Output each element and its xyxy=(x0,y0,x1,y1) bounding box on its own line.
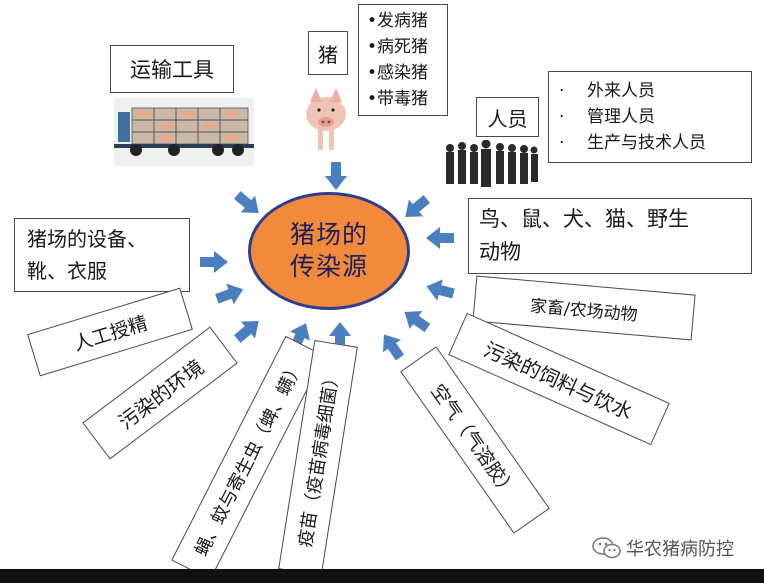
center-line2: 传染源 xyxy=(289,252,368,281)
people-label-box: 人员 xyxy=(476,97,539,137)
transport-label: 运输工具 xyxy=(130,58,214,82)
people-item: · 管理人员 xyxy=(559,104,706,130)
pig-item: •带毒猪 xyxy=(367,89,429,109)
arrow-people xyxy=(398,190,434,226)
livestock-label: 家畜/农场动物 xyxy=(529,295,639,326)
arrow-environment xyxy=(230,312,266,348)
arrow-feed xyxy=(398,302,434,338)
wildlife-line1: 鸟、鼠、犬、猫、野生 xyxy=(479,207,689,231)
pig-image xyxy=(306,88,346,150)
footer-bar xyxy=(0,569,764,583)
bullet-glyph: · xyxy=(559,81,565,101)
arrow-equipment xyxy=(200,251,228,273)
arrow-wildlife xyxy=(426,227,454,249)
people-item-label: 生产与技术人员 xyxy=(587,133,706,153)
equipment-box: 猪场的设备、 靴、衣服 xyxy=(14,218,190,292)
pig-item: •发病猪 xyxy=(367,11,429,31)
pig-item: •感染猪 xyxy=(367,63,429,83)
equipment-line1: 猪场的设备、 xyxy=(27,227,147,251)
people-image xyxy=(446,140,538,187)
truck-image xyxy=(114,98,254,166)
arrow-insemination xyxy=(213,278,247,310)
people-item: · 外来人员 xyxy=(559,78,706,104)
people-item-label: 外来人员 xyxy=(587,81,655,101)
arrow-transport xyxy=(230,186,266,222)
wechat-icon xyxy=(592,537,621,559)
arrow-livestock xyxy=(423,275,457,305)
wildlife-box: 鸟、鼠、犬、猫、野生 动物 xyxy=(468,198,752,274)
equipment-line2: 靴、衣服 xyxy=(27,259,107,283)
pig-label-box: 猪 xyxy=(308,31,348,75)
people-label: 人员 xyxy=(487,106,528,131)
arrow-pig xyxy=(325,162,347,190)
center-ellipse: 猪场的 传染源 xyxy=(248,192,410,310)
pig-label: 猪 xyxy=(318,42,338,67)
people-item-label: 管理人员 xyxy=(587,107,655,127)
bullet-glyph: · xyxy=(559,107,565,127)
arrow-air xyxy=(374,328,410,364)
watermark-text: 华农猪病防控 xyxy=(626,539,734,560)
transport-label-box: 运输工具 xyxy=(110,45,234,93)
wildlife-line2: 动物 xyxy=(479,240,521,264)
watermark: 华农猪病防控 xyxy=(592,535,734,561)
pig-item: •病死猪 xyxy=(367,37,429,57)
bullet-glyph: · xyxy=(559,133,565,153)
center-line1: 猪场的 xyxy=(289,220,368,249)
pig-list-box: •发病猪 •病死猪 •感染猪 •带毒猪 xyxy=(358,4,448,116)
people-list-box: · 外来人员 · 管理人员 · 生产与技术人员 xyxy=(548,71,752,163)
people-item: · 生产与技术人员 xyxy=(559,130,706,156)
